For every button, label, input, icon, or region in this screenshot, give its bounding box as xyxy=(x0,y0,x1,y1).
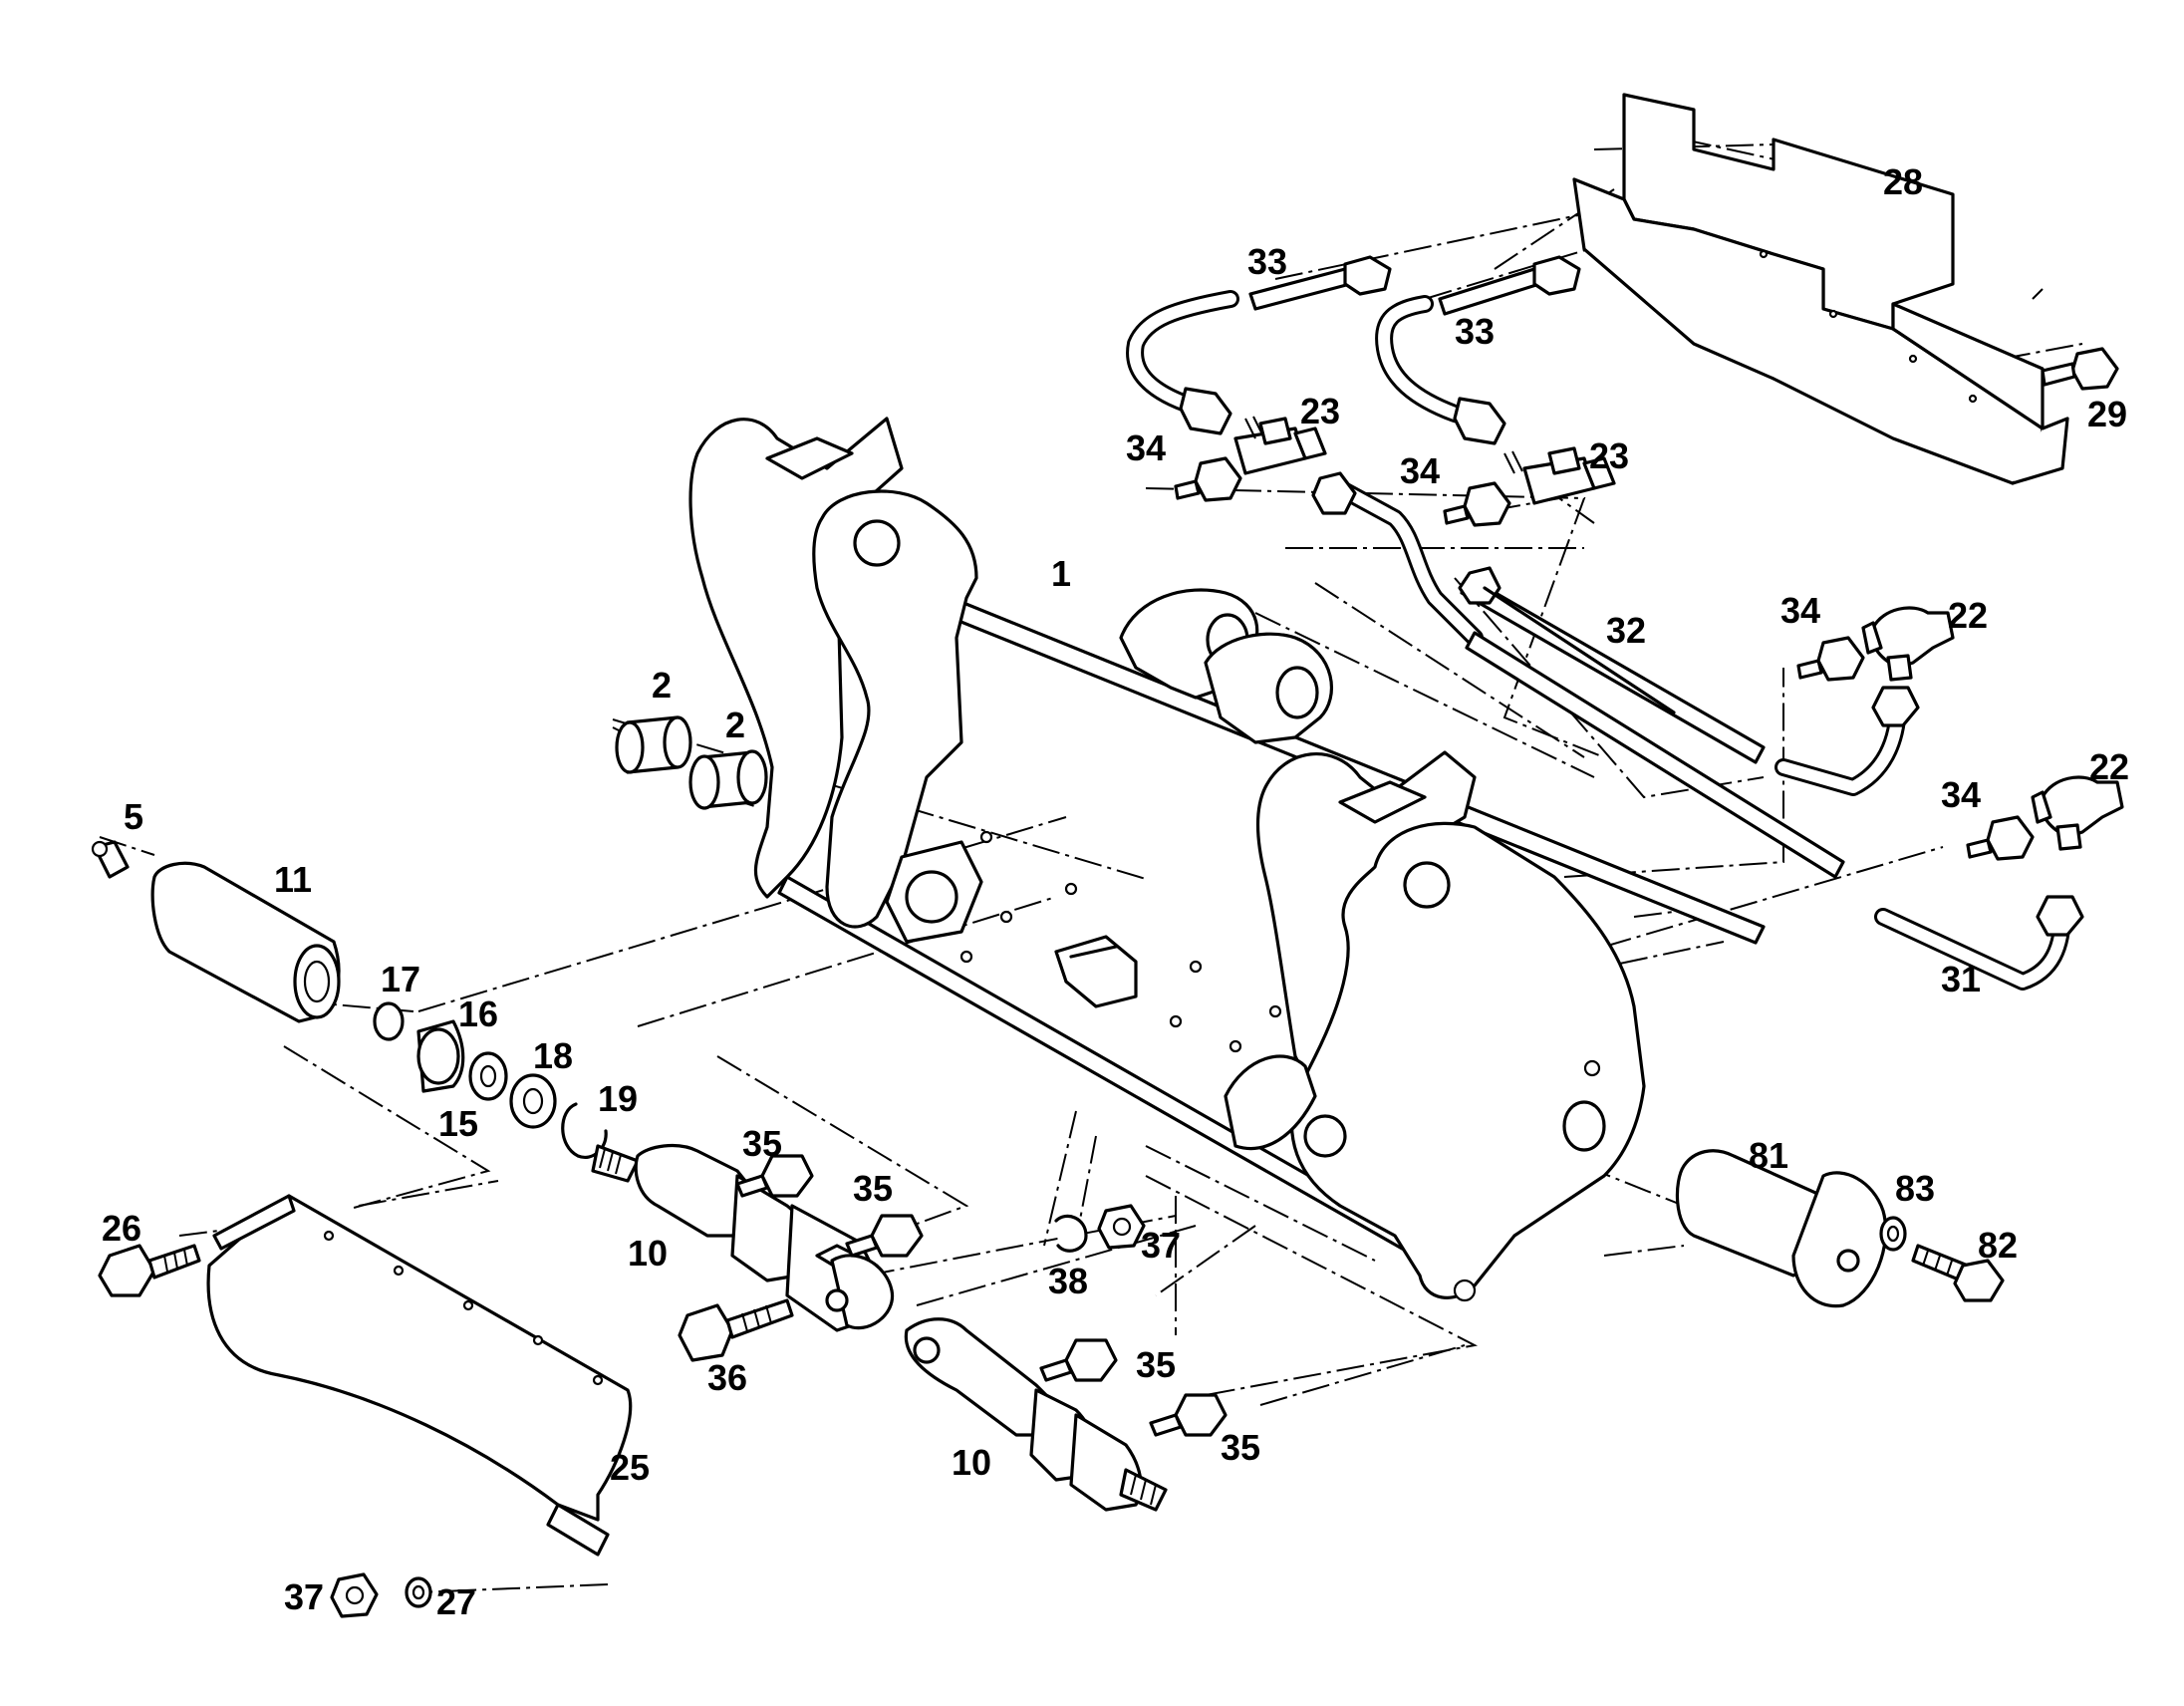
pipe-32 xyxy=(1311,471,1845,879)
nut-37-lower xyxy=(330,1572,432,1618)
angle-plate-28 xyxy=(1572,93,2069,485)
small-bracket xyxy=(1054,935,1138,1008)
bolt-26 xyxy=(98,1244,201,1297)
callout-2: 2 xyxy=(725,705,745,745)
pipe-31 xyxy=(1874,895,2084,991)
hose-33b xyxy=(1375,255,1581,445)
callout-28: 28 xyxy=(1883,161,1923,202)
callout-36: 36 xyxy=(707,1357,747,1398)
cylinder-upper xyxy=(591,1144,895,1332)
callout-29: 29 xyxy=(2087,394,2127,434)
tee-fitting-23a xyxy=(1233,416,1327,475)
callout-37: 37 xyxy=(284,1576,324,1617)
callout-2: 2 xyxy=(652,665,672,706)
tee-fitting-23b xyxy=(1503,446,1616,505)
bolt-36 xyxy=(678,1298,794,1362)
bushing-pair xyxy=(615,715,768,810)
main-frame xyxy=(688,417,1766,1302)
callout-34: 34 xyxy=(1400,450,1440,491)
bolts-35-upper xyxy=(735,1154,924,1258)
guard-cover xyxy=(206,1194,633,1557)
assembly-leader-lines xyxy=(99,139,2083,1593)
callout-32: 32 xyxy=(1606,610,1646,651)
callout-83: 83 xyxy=(1895,1168,1935,1209)
callout-33: 33 xyxy=(1247,241,1287,282)
callout-1: 1 xyxy=(1051,553,1071,594)
callout-31: 31 xyxy=(1941,959,1981,999)
callout-22: 22 xyxy=(2089,746,2129,787)
plug-34b xyxy=(1443,481,1511,527)
callout-17: 17 xyxy=(381,959,420,999)
bolt-82 xyxy=(1911,1244,2005,1302)
callout-34: 34 xyxy=(1780,590,1820,631)
callout-35: 35 xyxy=(853,1168,893,1209)
callout-10: 10 xyxy=(628,1233,668,1274)
callout-35: 35 xyxy=(1221,1427,1260,1468)
callout-19: 19 xyxy=(598,1078,638,1119)
callout-37: 37 xyxy=(1141,1225,1181,1266)
clip-38-nut-37 xyxy=(1054,1204,1146,1253)
callout-34: 34 xyxy=(1941,774,1981,815)
left-pin-assembly xyxy=(91,840,608,1159)
callout-5: 5 xyxy=(124,796,143,837)
plug-34c xyxy=(1796,636,1865,682)
callout-23: 23 xyxy=(1589,435,1629,476)
pipe-bend-upper xyxy=(1774,686,1920,796)
callout-15: 15 xyxy=(438,1103,478,1144)
callout-25: 25 xyxy=(610,1447,650,1488)
callout-35: 35 xyxy=(742,1123,782,1164)
callout-26: 26 xyxy=(102,1208,141,1249)
callout-23: 23 xyxy=(1300,391,1340,431)
elbow-fitting-22a xyxy=(1861,606,1955,682)
callout-labels: 1 2 2 5 11 17 16 18 19 15 26 25 37 27 35… xyxy=(102,161,2129,1622)
callout-33: 33 xyxy=(1455,311,1495,352)
pin-81 xyxy=(1675,1149,1888,1308)
washer-83 xyxy=(1879,1216,1907,1252)
plug-34a xyxy=(1174,456,1242,502)
bolt-29 xyxy=(2041,347,2119,391)
callout-35: 35 xyxy=(1136,1344,1176,1385)
callout-22: 22 xyxy=(1948,595,1988,636)
plug-34d xyxy=(1966,815,2035,861)
callout-82: 82 xyxy=(1978,1225,2018,1266)
callout-10: 10 xyxy=(952,1442,991,1483)
elbow-fitting-22b xyxy=(2031,775,2124,851)
hose-33a xyxy=(1126,255,1392,435)
callout-16: 16 xyxy=(458,994,498,1034)
callout-81: 81 xyxy=(1749,1135,1788,1176)
bolts-35-lower xyxy=(1039,1338,1228,1437)
callout-27: 27 xyxy=(436,1581,476,1622)
callout-38: 38 xyxy=(1048,1261,1088,1301)
callout-18: 18 xyxy=(533,1035,573,1076)
callout-11: 11 xyxy=(274,859,312,900)
cylinder-lower xyxy=(904,1317,1168,1512)
callout-34: 34 xyxy=(1126,427,1166,468)
